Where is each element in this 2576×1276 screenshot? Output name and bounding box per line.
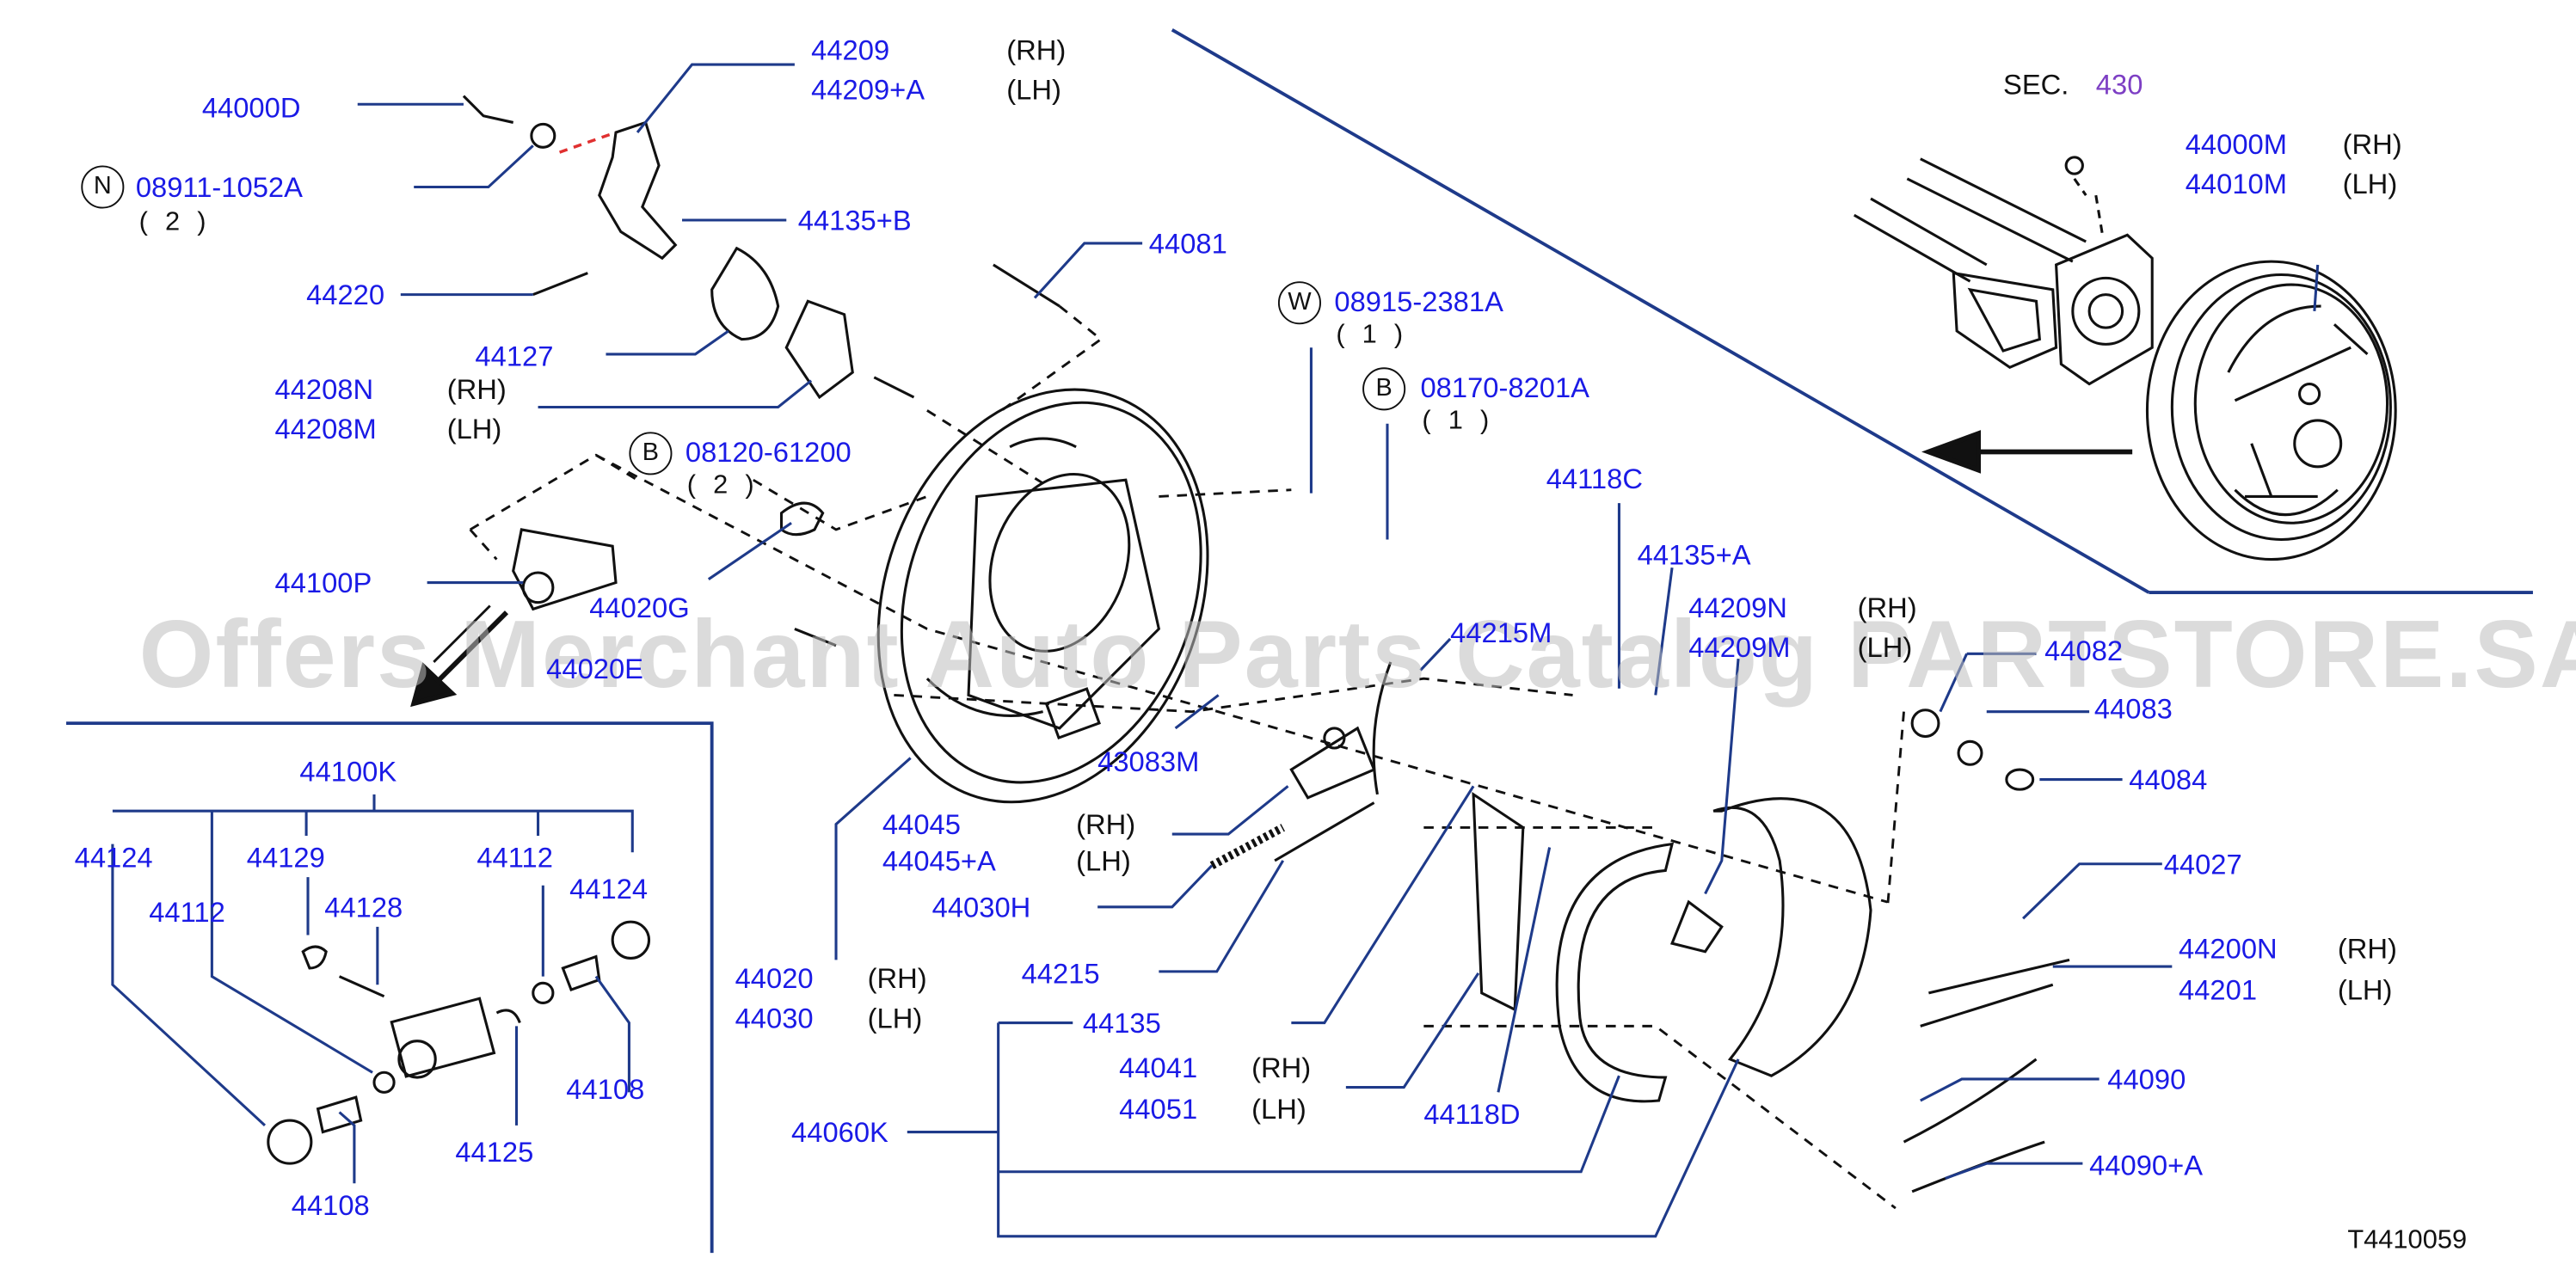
part-label[interactable]: 44124 bbox=[569, 874, 649, 905]
side-label: (LH) bbox=[867, 1003, 923, 1034]
part-label[interactable]: 44020G bbox=[589, 592, 690, 624]
badge-b-61200: B bbox=[629, 432, 673, 475]
part-label[interactable]: 44020E bbox=[546, 653, 644, 685]
wheel-cylinder-exploded bbox=[267, 920, 651, 1165]
part-label[interactable]: 44045+A bbox=[882, 845, 996, 878]
part-label[interactable]: 44083 bbox=[2093, 693, 2173, 726]
section-frame-lines bbox=[65, 28, 2533, 1254]
side-label: (LH) bbox=[2342, 169, 2398, 200]
part-label[interactable]: 44112 bbox=[476, 842, 553, 874]
side-label: (RH) bbox=[2342, 129, 2402, 161]
part-label[interactable]: 44135+A bbox=[1637, 539, 1751, 572]
axle-assembly-illustration bbox=[1854, 156, 2397, 561]
part-label[interactable]: 43083M bbox=[1097, 746, 1200, 778]
quantity-label: ( 2 ) bbox=[686, 471, 759, 500]
part-label[interactable]: 44118C bbox=[1546, 463, 1643, 495]
part-label[interactable]: 44108 bbox=[566, 1074, 645, 1106]
part-label[interactable]: 44220 bbox=[306, 279, 385, 311]
side-label: (LH) bbox=[2337, 974, 2393, 1007]
part-label[interactable]: 44100P bbox=[274, 567, 372, 599]
part-label[interactable]: 44090 bbox=[2107, 1064, 2186, 1096]
part-label[interactable]: 44081 bbox=[1148, 228, 1227, 261]
part-label[interactable]: 44118D bbox=[1423, 1099, 1521, 1131]
part-label[interactable]: 44100K bbox=[299, 756, 397, 788]
backing-plate-illustration bbox=[876, 388, 1209, 804]
part-label[interactable]: 44208N bbox=[274, 374, 374, 406]
section-ref-number[interactable]: 430 bbox=[2095, 69, 2143, 101]
part-label[interactable]: 44208M bbox=[274, 414, 377, 445]
quantity-label: ( 1 ) bbox=[1336, 321, 1408, 350]
part-label[interactable]: 44127 bbox=[475, 340, 554, 373]
part-label[interactable]: 44200N bbox=[2179, 933, 2278, 966]
part-label[interactable]: 44051 bbox=[1119, 1094, 1198, 1126]
part-label[interactable]: 44084 bbox=[2129, 764, 2208, 796]
side-label: (RH) bbox=[2337, 933, 2397, 966]
part-label[interactable]: 44201 bbox=[2179, 974, 2258, 1007]
part-label[interactable]: 44060K bbox=[791, 1117, 888, 1149]
drawing-id: T4410059 bbox=[2347, 1226, 2468, 1255]
part-label[interactable]: 44027 bbox=[2163, 849, 2242, 880]
part-label[interactable]: 44090+A bbox=[2089, 1150, 2204, 1182]
side-label: (LH) bbox=[1006, 74, 1061, 107]
part-label[interactable]: 44209 bbox=[811, 34, 890, 66]
side-label: (RH) bbox=[867, 963, 927, 995]
assembly-dashed-lines bbox=[469, 304, 1905, 1210]
part-label[interactable]: 44125 bbox=[455, 1137, 534, 1169]
part-label[interactable]: 44135 bbox=[1082, 1008, 1161, 1040]
side-label: (LH) bbox=[1076, 845, 1131, 878]
part-label[interactable]: 44129 bbox=[246, 842, 325, 874]
side-label: (RH) bbox=[1251, 1052, 1312, 1084]
side-label: (RH) bbox=[1076, 809, 1136, 841]
brake-shoes-illustration bbox=[1209, 661, 2070, 1193]
part-label[interactable]: 44128 bbox=[324, 892, 403, 924]
part-label[interactable]: 44030H bbox=[931, 892, 1031, 924]
side-label: (RH) bbox=[1857, 592, 1917, 624]
part-label[interactable]: 44209M bbox=[1688, 632, 1791, 664]
part-label[interactable]: 44215M bbox=[1450, 617, 1552, 649]
lever-hardware-illustration bbox=[462, 95, 1061, 647]
part-label[interactable]: 44045 bbox=[882, 809, 961, 841]
section-ref-label: SEC. bbox=[2003, 69, 2069, 101]
direction-arrows bbox=[410, 430, 2133, 708]
part-label[interactable]: 44010M bbox=[2185, 169, 2287, 200]
side-label: (RH) bbox=[446, 374, 507, 406]
part-label[interactable]: 44135+B bbox=[797, 205, 912, 237]
part-label[interactable]: 44000D bbox=[201, 92, 301, 125]
quantity-label: ( 2 ) bbox=[138, 208, 212, 237]
side-label: (LH) bbox=[446, 414, 502, 445]
side-label: (LH) bbox=[1857, 632, 1913, 664]
part-label[interactable]: 44020 bbox=[735, 963, 814, 995]
part-label[interactable]: 44215 bbox=[1021, 958, 1100, 991]
part-label[interactable]: 44041 bbox=[1119, 1052, 1198, 1084]
hardware-dash-red bbox=[559, 131, 617, 154]
part-label[interactable]: 44124 bbox=[74, 842, 153, 874]
part-label[interactable]: 44108 bbox=[291, 1189, 370, 1222]
quantity-label: ( 1 ) bbox=[1422, 407, 1495, 436]
badge-w: W bbox=[1277, 281, 1321, 325]
part-label[interactable]: 08120-61200 bbox=[685, 437, 851, 469]
part-label[interactable]: 08915-2381A bbox=[1334, 285, 1503, 318]
leader-lines bbox=[111, 63, 2320, 1238]
part-label[interactable]: 44209+A bbox=[811, 74, 925, 107]
side-label: (RH) bbox=[1006, 34, 1067, 66]
part-label[interactable]: 44030 bbox=[735, 1003, 814, 1034]
part-label[interactable]: 44112 bbox=[149, 897, 225, 929]
part-label[interactable]: 44209N bbox=[1688, 592, 1787, 624]
part-label[interactable]: 08170-8201A bbox=[1420, 372, 1589, 404]
side-label: (LH) bbox=[1251, 1094, 1306, 1126]
part-label[interactable]: 44082 bbox=[2044, 635, 2124, 667]
badge-b-8201: B bbox=[1362, 367, 1406, 411]
badge-n: N bbox=[81, 165, 125, 209]
part-label[interactable]: 08911-1052A bbox=[135, 172, 303, 204]
part-label[interactable]: 44000M bbox=[2185, 129, 2287, 161]
